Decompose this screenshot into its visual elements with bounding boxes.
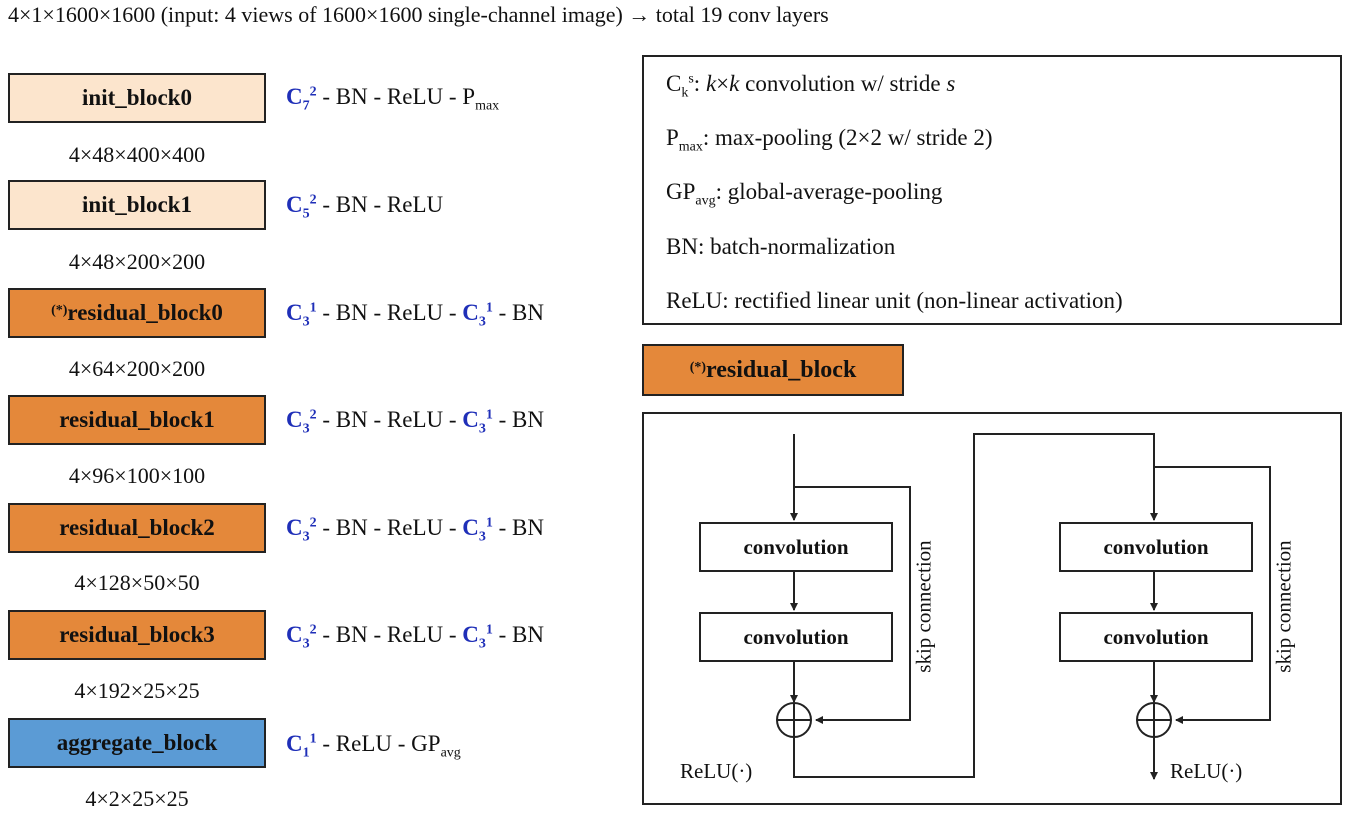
shape-residual-block-0: 4×64×200×200 <box>68 356 206 381</box>
residual-block-legend-label: (*)residual_block <box>642 344 904 396</box>
residual-block-1: residual_block1 <box>8 395 266 445</box>
residual-block-3: residual_block3 <box>8 610 266 660</box>
conv-symbol: C32 <box>286 515 317 545</box>
label-prefix: (*) <box>689 360 707 375</box>
init-block-1: init_block1 <box>8 180 266 230</box>
skip-path-1 <box>794 486 911 724</box>
conv-symbol: C11 <box>286 731 317 761</box>
block-label: residual_block3 <box>59 622 215 647</box>
legend-relu: ReLU: rectified linear unit (non-linear … <box>666 288 1123 313</box>
init-block-0: init_block0 <box>8 73 266 123</box>
conv-symbol: C31 <box>286 300 317 330</box>
shape-residual-block-3: 4×192×25×25 <box>74 678 200 703</box>
conv-symbol: C72 <box>286 84 317 114</box>
relu-output-label: ReLU(·) <box>1170 759 1243 783</box>
convolution-box: convolution <box>1059 612 1253 662</box>
conv-symbol: C31 <box>462 515 493 545</box>
formula-residual-block-3: C32 - BN - ReLU - C31 - BN <box>286 622 545 652</box>
block-label: residual_block0 <box>67 300 223 325</box>
block-label: init_block1 <box>82 192 192 217</box>
shape-init-block-0: 4×48×400×400 <box>68 142 206 167</box>
convolution-box: convolution <box>699 522 893 572</box>
legend-bn: BN: batch-normalization <box>666 234 896 259</box>
formula-residual-block-1: C32 - BN - ReLU - C31 - BN <box>286 407 545 437</box>
block-label: residual_block1 <box>59 407 215 432</box>
formula-residual-block-2: C32 - BN - ReLU - C31 - BN <box>286 515 545 545</box>
legend-maxpool: Pmax: max-pooling (2×2 w/ stride 2) <box>666 125 993 155</box>
legend-conv: Cks: k×k convolution w/ stride s <box>666 71 956 101</box>
connection-1-to-2 <box>793 433 1158 778</box>
convolution-box: convolution <box>699 612 893 662</box>
diagram-title: 4×1×1600×1600 (input: 4 views of 1600×16… <box>8 2 829 27</box>
shape-residual-block-1: 4×96×100×100 <box>68 463 206 488</box>
conv-symbol: C52 <box>286 192 317 222</box>
formula-init-block-1: C52 - BN - ReLU <box>286 192 444 222</box>
residual-block-2: residual_block2 <box>8 503 266 553</box>
skip-connection-label: skip connection <box>911 540 936 673</box>
label-text: residual_block <box>706 356 857 383</box>
skip-connection-label: skip connection <box>1271 540 1296 673</box>
conv-symbol: C32 <box>286 407 317 437</box>
shape-residual-block-2: 4×128×50×50 <box>74 570 200 595</box>
formula-residual-block-0: C31 - BN - ReLU - C31 - BN <box>286 300 545 330</box>
diagram-connections <box>776 433 1271 780</box>
conv-symbol: C31 <box>462 300 493 330</box>
block-label: residual_block2 <box>59 515 215 540</box>
shape-aggregate-block: 4×2×25×25 <box>85 786 189 811</box>
conv-symbol: C32 <box>286 622 317 652</box>
shape-init-block-1: 4×48×200×200 <box>68 249 206 274</box>
formula-aggregate-block: C11 - ReLU - GPavg <box>286 731 461 761</box>
block-label: aggregate_block <box>56 730 218 755</box>
convolution-box: convolution <box>1059 522 1253 572</box>
aggregate-block: aggregate_block <box>8 718 266 768</box>
block-prefix: (*) <box>51 303 68 318</box>
conv-symbol: C31 <box>462 407 493 437</box>
relu-output-label: ReLU(·) <box>680 759 753 783</box>
block-label: init_block0 <box>82 85 192 110</box>
skip-path-2 <box>1154 466 1271 724</box>
formula-init-block-0: C72 - BN - ReLU - Pmax <box>286 84 500 114</box>
legend-gap: GPavg: global-average-pooling <box>666 179 943 209</box>
conv-symbol: C31 <box>462 622 493 652</box>
residual-block-0: (*)residual_block0 <box>8 288 266 338</box>
legend-box: Cks: k×k convolution w/ stride s Pmax: m… <box>642 55 1342 325</box>
residual-block-diagram: convolution convolution convolution conv… <box>642 412 1342 805</box>
